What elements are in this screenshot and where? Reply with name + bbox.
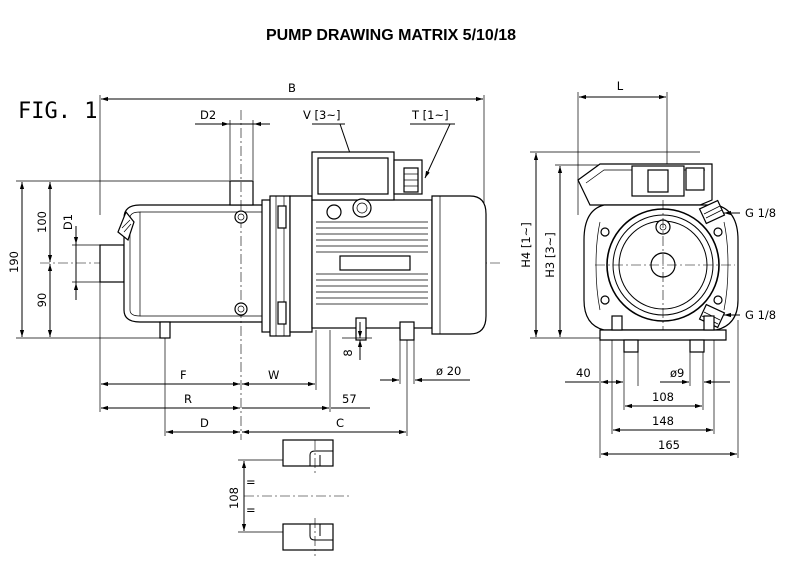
dim-dia9-label: ø9: [670, 366, 684, 380]
motor-cooling-fins: [316, 221, 428, 305]
svg-text:=: =: [246, 475, 256, 489]
drawing-title: PUMP DRAWING MATRIX 5/10/18: [266, 27, 516, 44]
dim-C-label: C: [336, 416, 344, 430]
dim-100-label: 100: [35, 211, 49, 233]
dim-57-label: 57: [342, 392, 357, 406]
dim-H3-label: H3 [3~]: [543, 232, 557, 278]
dim-148-label: 148: [652, 414, 674, 428]
g-1-8-bottom-label: G 1/8: [745, 308, 776, 322]
dim-D-label: D: [200, 416, 209, 430]
dim-H4-label: H4 [1~]: [519, 222, 533, 268]
dim-108-slot-label: 108: [227, 487, 241, 509]
dim-F-label: F: [180, 368, 187, 382]
dim-90-label: 90: [35, 293, 49, 308]
figure-label: FIG. 1: [18, 99, 97, 124]
dim-W-label: W: [268, 368, 279, 382]
svg-text:=: =: [246, 503, 256, 517]
dim-L-label: L: [617, 79, 624, 93]
dim-40-label: 40: [576, 366, 591, 380]
dim-108-front-label: 108: [652, 390, 674, 404]
dim-8-label: 8: [341, 349, 355, 356]
dim-190-label: 190: [7, 251, 21, 273]
dim-B-label: B: [288, 81, 296, 95]
dim-V-label: V [3~]: [303, 108, 340, 122]
dim-165-label: 165: [658, 438, 680, 452]
dim-T-label: T [1~]: [411, 108, 449, 122]
dim-D2-label: D2: [200, 108, 216, 122]
dim-D1-label: D1: [61, 214, 75, 230]
foot-slot-detail: 108 = =: [227, 439, 350, 556]
dim-R-label: R: [184, 392, 192, 406]
side-view: B D2 V [3~] T [1~] 190 100 90 D1: [7, 81, 500, 556]
front-view: L H4 [1~] H3 [3~]: [519, 79, 776, 458]
g-1-8-top-label: G 1/8: [745, 206, 776, 220]
dim-dia20-label: ø 20: [436, 364, 461, 378]
